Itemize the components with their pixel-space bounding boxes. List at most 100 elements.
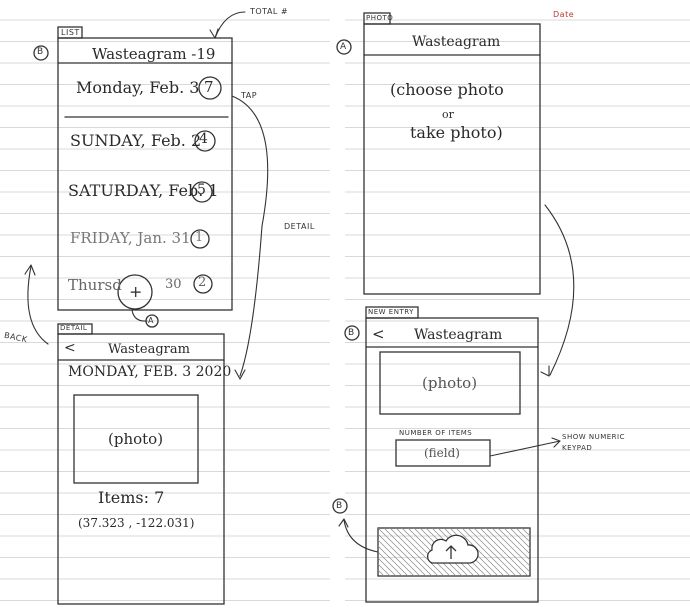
hatch-line: [383, 527, 433, 577]
fab-target-label: A: [148, 316, 154, 325]
list-item-date-5[interactable]: Thursd: [68, 276, 122, 294]
upload-to-b-arrowhead: [338, 518, 349, 528]
photo-to-new-entry-arrow: [544, 204, 575, 376]
hatch-line: [503, 527, 531, 555]
list-item-date-5-tail: 30: [165, 277, 182, 292]
new-entry-photo-label: (photo): [422, 374, 478, 392]
list-badge: B: [37, 47, 44, 57]
hatch-line: [389, 527, 439, 577]
field-to-keypad-arrowhead: [551, 437, 561, 448]
photo-or-label: or: [442, 108, 454, 121]
list-item-count-3: 5: [197, 182, 206, 198]
hatch-line: [497, 527, 531, 561]
new-entry-title: Wasteagram: [414, 327, 503, 343]
upload-to-b-arrow: [343, 519, 379, 553]
new-entry-back-button[interactable]: <: [372, 325, 385, 343]
count-circle-4: [190, 229, 210, 249]
count-circle-2: [194, 130, 216, 152]
number-field-placeholder[interactable]: (field): [424, 446, 460, 460]
list-item-count-2: 4: [199, 131, 208, 147]
field-to-keypad-arrow: [489, 440, 561, 457]
tap-annotation: TAP: [241, 91, 258, 100]
detail-title: Wasteagram: [108, 342, 190, 357]
photo-badge-circle: [336, 39, 352, 55]
fab-circle[interactable]: [117, 274, 153, 310]
number-field-box[interactable]: [395, 439, 491, 467]
hatch-line: [473, 527, 523, 577]
detail-tag: DETAIL: [60, 324, 88, 332]
new-entry-photo-box: [379, 351, 521, 415]
hatch-line: [377, 569, 385, 577]
list-tag-box: [57, 26, 83, 39]
list-screen-frame: [57, 37, 233, 311]
new-entry-screen-frame: [365, 317, 539, 603]
total-annotation: TOTAL #: [250, 7, 289, 16]
new-entry-tag: NEW ENTRY: [368, 308, 414, 316]
list-item-date-3[interactable]: SATURDAY, Feb. 1: [68, 181, 219, 200]
hatch-line: [527, 527, 531, 531]
list-item-count-4: 1: [195, 230, 204, 245]
hatch-line: [491, 527, 531, 567]
hatch-line: [377, 527, 427, 577]
photo-screen-frame: [363, 23, 541, 295]
photo-tag-box: [363, 12, 391, 25]
hatch-line: [521, 527, 531, 537]
numeric-keypad-annotation: SHOW NUMERIC KEYPAD: [562, 433, 626, 452]
hatch-line: [377, 545, 409, 577]
list-item-count-5: 2: [198, 275, 207, 290]
tap-to-detail-arrow: [231, 95, 269, 377]
detail-coords: (37.323 , -122.031): [78, 516, 195, 530]
back-arrowhead: [24, 264, 36, 276]
list-item-count-1: 7: [204, 78, 214, 96]
hatch-line: [377, 533, 421, 577]
hatch-line: [377, 551, 403, 577]
detail-photo-box: [73, 394, 199, 484]
hatch-line: [467, 527, 517, 577]
hatch-line: [515, 527, 531, 543]
hatch-line: [377, 539, 415, 577]
count-circle-5: [193, 274, 213, 294]
date-label: Date: [553, 10, 575, 19]
list-item-date-1[interactable]: Monday, Feb. 3: [76, 78, 200, 97]
detail-photo-label: (photo): [108, 430, 164, 448]
list-item-date-2[interactable]: SUNDAY, Feb. 2: [70, 131, 202, 150]
photo-title: Wasteagram: [412, 34, 501, 50]
count-circle-1: [198, 76, 222, 100]
hatch-line: [401, 527, 451, 577]
upload-target-label: B: [336, 501, 343, 511]
detail-tag-box: [57, 323, 93, 335]
hatch-line: [461, 527, 511, 577]
list-badge-circle: [33, 45, 49, 61]
detail-date: MONDAY, FEB. 3 2020: [68, 364, 232, 380]
list-item-date-4[interactable]: FRIDAY, Jan. 31: [70, 229, 191, 247]
total-arrow: [214, 11, 246, 39]
hatch-line: [377, 563, 391, 577]
fab-to-a-arrow: [131, 309, 148, 322]
hatch-line: [395, 527, 445, 577]
new-entry-badge: B: [348, 328, 355, 338]
count-circle-3: [191, 181, 213, 203]
upload-badge-circle: [332, 498, 348, 514]
hatch-line: [377, 557, 397, 577]
cloud-upload-icon: [426, 534, 479, 564]
fab-plus-label[interactable]: +: [129, 282, 143, 301]
photo-badge: A: [340, 42, 347, 52]
number-of-items-label: NUMBER OF ITEMS: [399, 429, 473, 437]
photo-tag: PHOTO: [366, 14, 394, 22]
detail-items: Items: 7: [98, 488, 165, 507]
photo-to-new-entry-arrowhead: [540, 365, 550, 377]
take-photo-button[interactable]: take photo): [410, 123, 503, 142]
list-tag: LIST: [61, 28, 80, 37]
back-arrow: [27, 265, 49, 345]
new-entry-badge-circle: [344, 325, 360, 341]
list-title: Wasteagram -19: [92, 45, 216, 63]
detail-back-button[interactable]: <: [64, 340, 76, 356]
ruled-lines: [0, 19, 690, 601]
upload-button-hatching: [377, 527, 531, 577]
total-arrowhead: [209, 28, 219, 39]
tap-to-detail-arrowhead: [234, 369, 246, 380]
choose-photo-button[interactable]: (choose photo: [390, 80, 504, 99]
hatch-line: [485, 527, 531, 573]
detail-screen-frame: [57, 333, 225, 605]
